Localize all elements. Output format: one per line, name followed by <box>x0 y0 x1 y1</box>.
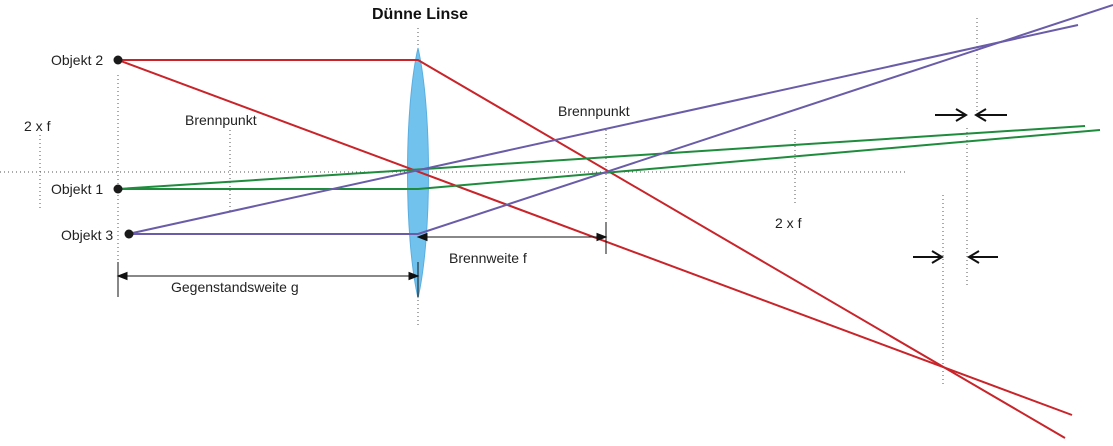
green-parallel-ray <box>118 129 1101 190</box>
gegenstandsweite-arrow-right <box>408 271 420 281</box>
red-parallel-ray <box>118 59 1066 439</box>
two-f-left-label: 2 x f <box>24 118 51 134</box>
diagram-title: Dünne Linse <box>372 6 468 23</box>
lower-left-arrowhead <box>967 250 980 264</box>
objekt-1-label: Objekt 1 <box>51 181 103 197</box>
objekt-1-point <box>113 184 123 194</box>
gegenstandsweite-arrow-left <box>116 271 128 281</box>
brennpunkt-left-label: Brennpunkt <box>185 112 257 128</box>
green-rays <box>117 125 1101 190</box>
purple-central-ray <box>127 24 1079 235</box>
objekt-2-point <box>113 55 123 65</box>
objekt-3-label: Objekt 3 <box>61 227 113 243</box>
lower-right-arrowhead <box>931 250 944 264</box>
brennweite-arrow-right <box>596 232 608 242</box>
dimension-lines <box>116 222 608 297</box>
thin-lens-shape <box>407 47 429 299</box>
brennweite-label: Brennweite f <box>449 250 527 266</box>
green-central-ray <box>117 125 1086 190</box>
two-f-right-label: 2 x f <box>775 215 802 231</box>
purple-parallel-ray <box>128 4 1113 235</box>
objekt-3-point <box>124 229 134 239</box>
brennweite-arrow-left <box>416 232 428 242</box>
upper-left-arrowhead <box>974 108 987 122</box>
brennpunkt-right-label: Brennpunkt <box>558 103 630 119</box>
image-size-arrows <box>913 108 1007 264</box>
lower-arrow-pair <box>913 250 998 264</box>
gegenstandsweite-label: Gegenstandsweite g <box>171 279 299 295</box>
purple-rays <box>127 4 1113 235</box>
upper-right-arrowhead <box>955 108 968 122</box>
upper-arrow-pair <box>935 108 1007 122</box>
guide-lines <box>0 18 978 385</box>
objekt-2-label: Objekt 2 <box>51 52 103 68</box>
